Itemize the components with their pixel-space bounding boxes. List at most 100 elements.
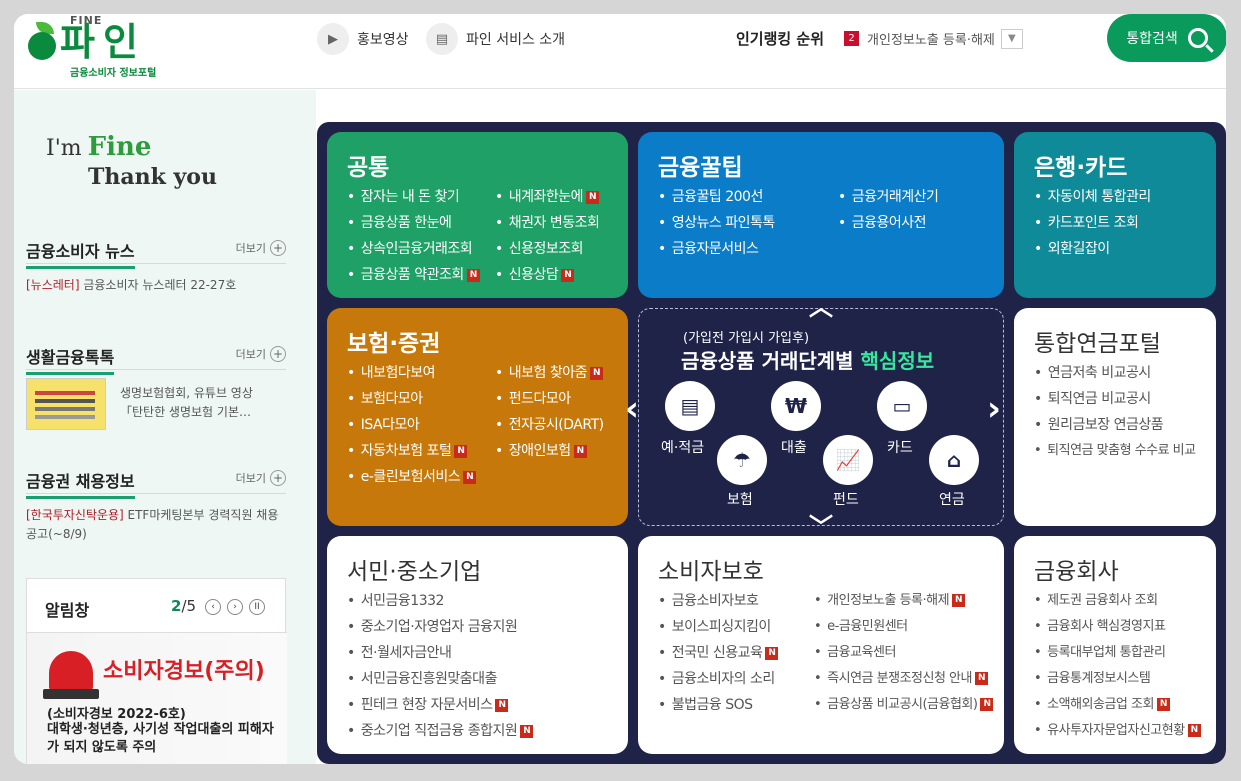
- company-item[interactable]: 금융회사 핵심경영지표: [1034, 614, 1201, 640]
- pension-house-icon[interactable]: ⌂: [929, 435, 979, 485]
- new-badge: N: [466, 268, 480, 282]
- pension-item[interactable]: 연금저축 비교공시: [1034, 360, 1196, 386]
- tips-item[interactable]: 금융꿀팁 200선: [658, 184, 775, 210]
- arrow-right-icon[interactable]: ›: [987, 389, 1002, 429]
- tile-common-title: 공통: [347, 155, 390, 181]
- ins-item[interactable]: 자동차보험 포털N: [347, 438, 476, 464]
- consumer-item[interactable]: 개인정보노출 등록·해제N: [814, 588, 993, 614]
- consumer-item[interactable]: 즉시연금 분쟁조정신청 안내N: [814, 666, 993, 692]
- common-item[interactable]: 신용정보조회: [495, 236, 599, 262]
- smb-item[interactable]: 중소기업·자영업자 금융지원: [347, 614, 533, 640]
- loan-icon[interactable]: ₩: [771, 381, 821, 431]
- company-item[interactable]: 소액해외송금업 조회N: [1034, 692, 1201, 718]
- common-item[interactable]: 잠자는 내 돈 찾기: [347, 184, 480, 210]
- core-label-insurance[interactable]: 보험: [727, 492, 753, 508]
- core-label-pension[interactable]: 연금: [939, 492, 965, 508]
- jobs-more-button[interactable]: 더보기+: [236, 470, 286, 486]
- tile-bank-card[interactable]: 은행·카드 자동이체 통합관리 카드포인트 조회 외환길잡이: [1014, 132, 1216, 298]
- fund-chart-icon[interactable]: 📈: [823, 435, 873, 485]
- jobs-title: 금융권 채용정보: [26, 468, 135, 499]
- life-more-button[interactable]: 더보기+: [236, 346, 286, 362]
- tile-common[interactable]: 공통 잠자는 내 돈 찾기 금융상품 한눈에 상속인금융거래조회 금융상품 약관…: [327, 132, 628, 298]
- core-label-savings[interactable]: 예·적금: [661, 440, 705, 456]
- core-label-loan[interactable]: 대출: [781, 440, 807, 456]
- tips-list-2: 금융거래계산기 금융용어사전: [838, 184, 939, 236]
- ins-item[interactable]: 펀드다모아: [495, 386, 604, 412]
- common-item[interactable]: 금융상품 한눈에: [347, 210, 480, 236]
- new-badge: N: [1156, 698, 1170, 711]
- consumer-item[interactable]: 금융상품 비교공시(금융협회)N: [814, 692, 994, 718]
- consumer-item[interactable]: 보이스피싱지킴이: [658, 614, 778, 640]
- tile-insurance[interactable]: 보험·증권 내보험다보여 보험다모아 ISA다모아 자동차보험 포털N e-클린…: [327, 308, 628, 526]
- tips-item[interactable]: 금융자문서비스: [658, 236, 775, 262]
- core-label-fund[interactable]: 펀드: [833, 492, 859, 508]
- tile-smb-title: 서민·중소기업: [347, 559, 482, 585]
- plus-icon: +: [270, 470, 286, 486]
- prev-icon[interactable]: ‹: [205, 599, 221, 615]
- consumer-item[interactable]: 불법금융 SOS: [658, 692, 778, 718]
- life-item[interactable]: 생명보험협회, 유튜브 영상 「탄탄한 생명보험 기본…: [26, 378, 286, 430]
- smb-item[interactable]: 서민금융1332: [347, 588, 533, 614]
- new-badge: N: [765, 646, 779, 660]
- consumer-alert-banner[interactable]: 소비자경보(주의) (소비자경보 2022-6호) 대학생·청년층, 사기성 작…: [27, 632, 287, 764]
- news-item[interactable]: [뉴스레터] 금융소비자 뉴스레터 22-27호: [26, 276, 286, 295]
- smb-item[interactable]: 전·월세자금안내: [347, 640, 533, 666]
- consumer-item[interactable]: 금융교육센터: [814, 640, 993, 666]
- company-item[interactable]: 등록대부업체 통합관리: [1034, 640, 1201, 666]
- news-more-button[interactable]: 더보기+: [236, 240, 286, 256]
- arrow-left-icon[interactable]: ‹: [625, 389, 640, 429]
- umbrella-icon[interactable]: ☂: [717, 435, 767, 485]
- tile-company[interactable]: 금융회사 제도권 금융회사 조회 금융회사 핵심경영지표 등록대부업체 통합관리…: [1014, 536, 1216, 754]
- consumer-item[interactable]: 금융소비자의 소리: [658, 666, 778, 692]
- savings-icon[interactable]: ▤: [665, 381, 715, 431]
- company-item[interactable]: 제도권 금융회사 조회: [1034, 588, 1201, 614]
- integrated-search-button[interactable]: 통합검색: [1107, 14, 1226, 62]
- ins-item[interactable]: 전자공시(DART): [495, 412, 604, 438]
- consumer-item[interactable]: e-금융민원센터: [814, 614, 993, 640]
- tips-item[interactable]: 금융거래계산기: [838, 184, 939, 210]
- ins-item[interactable]: 내보험다보여: [347, 360, 476, 386]
- leaf-icon: [36, 22, 54, 34]
- ins-item[interactable]: 보험다모아: [347, 386, 476, 412]
- tile-tips[interactable]: 금융꿀팁 금융꿀팁 200선 영상뉴스 파인톡톡 금융자문서비스 금융거래계산기…: [638, 132, 1004, 298]
- service-intro-link[interactable]: ▤ 파인 서비스 소개: [426, 23, 565, 55]
- bank-item[interactable]: 자동이체 통합관리: [1034, 184, 1152, 210]
- chevron-down-icon[interactable]: ▼: [1000, 28, 1023, 49]
- company-item[interactable]: 금융통계정보시스템: [1034, 666, 1201, 692]
- common-item[interactable]: 상속인금융거래조회: [347, 236, 480, 262]
- bank-item[interactable]: 카드포인트 조회: [1034, 210, 1151, 236]
- pension-item[interactable]: 원리금보장 연금상품: [1034, 412, 1196, 438]
- promo-video-link[interactable]: ▶ 홍보영상: [317, 23, 409, 55]
- next-icon[interactable]: ›: [227, 599, 243, 615]
- pause-icon[interactable]: II: [249, 599, 265, 615]
- arrow-up-icon[interactable]: ︿: [809, 293, 833, 321]
- new-badge: N: [974, 672, 988, 685]
- common-item[interactable]: 채권자 변동조회: [495, 210, 600, 236]
- ins-item[interactable]: ISA다모아: [347, 412, 476, 438]
- pension-item[interactable]: 퇴직연금 맞춤형 수수료 비교: [1034, 438, 1196, 464]
- tile-smb[interactable]: 서민·중소기업 서민금융1332 중소기업·자영업자 금융지원 전·월세자금안내…: [327, 536, 628, 754]
- consumer-item[interactable]: 금융소비자보호: [658, 588, 778, 614]
- jobs-item[interactable]: [한국투자신탁운용] ETF마케팅본부 경력직원 채용공고(~8/9): [26, 506, 286, 544]
- tips-item[interactable]: 영상뉴스 파인톡톡: [658, 210, 776, 236]
- fine-logo[interactable]: FINE 파인 금융소비자 정보포털: [26, 14, 176, 86]
- ranking-item[interactable]: 개인정보노출 등록·해제: [867, 33, 995, 48]
- card-icon[interactable]: ▭: [877, 381, 927, 431]
- smb-item[interactable]: 서민금융진흥원맞춤대출: [347, 666, 533, 692]
- bank-item[interactable]: 외환길잡이: [1034, 236, 1151, 262]
- pension-item[interactable]: 퇴직연금 비교공시: [1034, 386, 1196, 412]
- tile-pension[interactable]: 통합연금포털 연금저축 비교공시 퇴직연금 비교공시 원리금보장 연금상품 퇴직…: [1014, 308, 1216, 526]
- tips-item[interactable]: 금융용어사전: [838, 210, 938, 236]
- core-label-card[interactable]: 카드: [887, 440, 913, 456]
